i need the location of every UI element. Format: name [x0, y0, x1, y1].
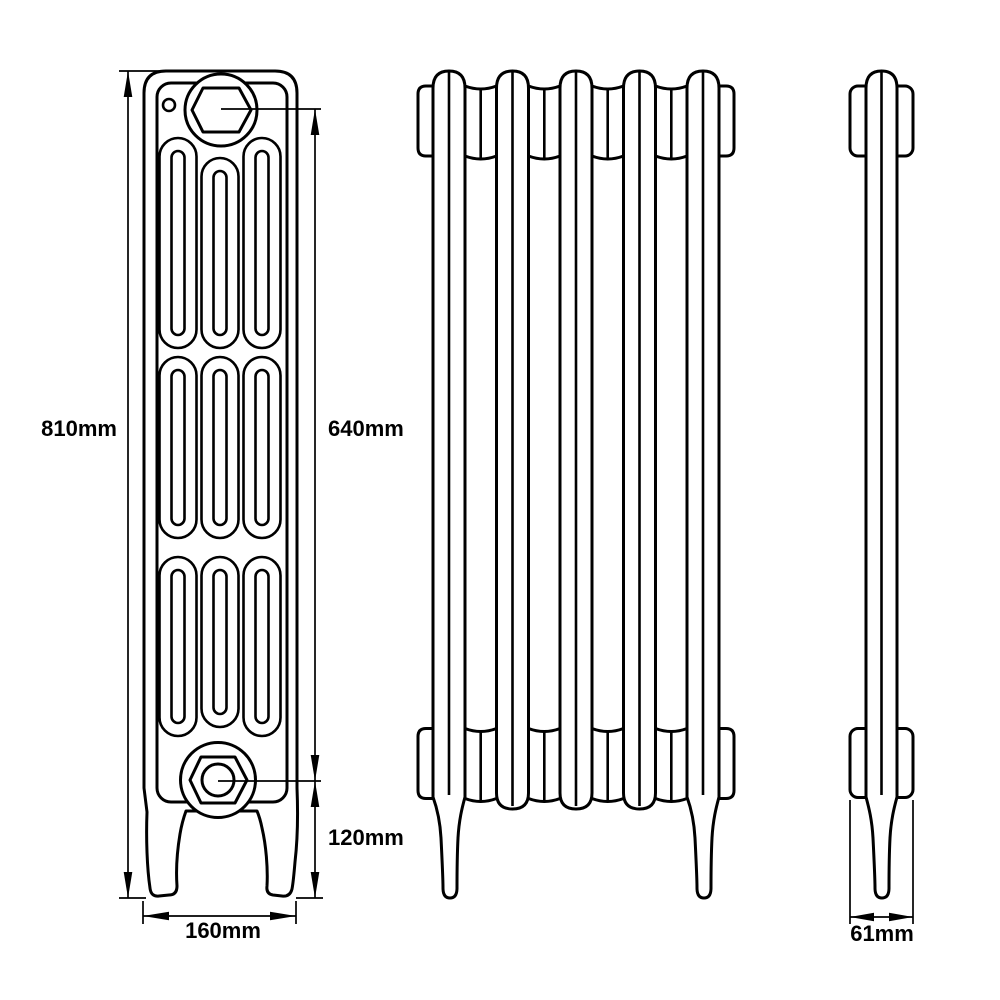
side-loops-middle-column [200, 156, 240, 729]
arrow-up-icon [123, 71, 133, 97]
dimension-640 [218, 108, 321, 782]
top-bushing-circle [183, 72, 259, 148]
arrow-up-icon [310, 781, 320, 807]
side-loops-right-column [242, 136, 282, 738]
arrow-up-icon [310, 109, 320, 135]
dimension-label-floor-to-pipe-centre: 120mm [328, 825, 404, 850]
dimension-810 [119, 70, 162, 899]
arrow-left-icon [850, 912, 874, 922]
dimension-label-pipe-centres: 640mm [328, 416, 404, 441]
front-column-seams [447, 72, 705, 806]
dimension-label-overall-height: 810mm [41, 416, 117, 441]
arrow-down-icon [123, 872, 133, 898]
arrow-right-icon [889, 912, 913, 922]
arrow-down-icon [310, 755, 320, 781]
dimension-annotations: 810mm 640mm 120mm 160mm 61mm [41, 70, 914, 946]
air-vent-hole [161, 97, 177, 113]
front-view [416, 69, 736, 900]
arrow-left-icon [143, 911, 169, 921]
profile-view [848, 69, 915, 900]
top-bushing-hexagon [190, 86, 253, 134]
side-view [142, 69, 300, 898]
bottom-bushing-hole [200, 762, 236, 798]
bottom-bushing-hexagon [188, 755, 249, 805]
dimension-120 [296, 781, 323, 899]
dimension-label-depth: 160mm [185, 918, 261, 943]
bottom-bushing-circle [179, 741, 257, 819]
arrow-right-icon [270, 911, 296, 921]
side-body-outline [142, 69, 300, 898]
front-header-joint-seams [479, 89, 673, 801]
side-loops-left-column [158, 136, 198, 738]
dimension-160 [142, 901, 297, 924]
dimension-label-section-width: 61mm [850, 921, 914, 946]
arrow-down-icon [310, 872, 320, 898]
dimension-61 [849, 800, 914, 924]
